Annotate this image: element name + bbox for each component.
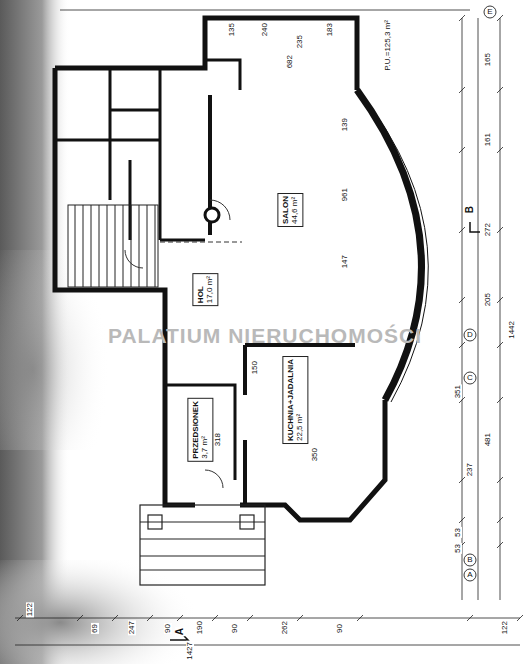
dimension: 240	[261, 22, 269, 37]
dimension: 237	[466, 462, 474, 477]
dimension: 90	[164, 623, 172, 634]
axis-label: E	[486, 8, 493, 16]
walls	[55, 18, 421, 520]
axis-label: C	[466, 374, 474, 382]
scan-shadow	[0, 560, 200, 664]
dimension: 318	[214, 432, 222, 447]
dimension: 53	[454, 527, 462, 538]
dimension: 961	[341, 187, 349, 202]
entrance-steps	[140, 505, 265, 585]
room-name: KUCHNIA+JADALNIA	[286, 359, 295, 441]
room-area: 22,5 m²	[295, 359, 304, 441]
dimension: 150	[251, 360, 259, 375]
dimension-ticks	[17, 15, 523, 621]
dimension: 69	[91, 623, 99, 634]
axis-label: B	[465, 205, 475, 214]
dimension: 135	[228, 22, 236, 37]
room-name: HOL	[196, 276, 205, 303]
dimension: 1442	[508, 320, 516, 340]
axis-label: A	[466, 571, 473, 579]
stairs	[68, 205, 158, 287]
dimension-lines	[15, 10, 520, 645]
dimension: 190	[196, 620, 204, 635]
dimension: 147	[341, 254, 349, 269]
room-area: 17,0 m²	[205, 276, 214, 303]
dimension: 235	[296, 34, 304, 49]
dimension: 351	[454, 384, 462, 399]
room-name: PRZEDSIONEK	[191, 401, 200, 459]
axis-label: A	[175, 627, 185, 636]
dimension: 53	[454, 543, 462, 554]
dimension: 90	[231, 623, 239, 634]
window-line	[362, 95, 428, 402]
dimension: 262	[281, 620, 289, 635]
axis-label: D	[466, 331, 474, 339]
section-marker	[170, 222, 480, 640]
dimension: 272	[484, 222, 492, 237]
axis-label: B	[466, 556, 473, 564]
dimension: 139	[341, 117, 349, 132]
room-label: SALON44,6 m²	[277, 193, 303, 227]
window-line	[350, 92, 413, 398]
room-label: HOL17,0 m²	[192, 273, 218, 306]
dimension: 90	[336, 623, 344, 634]
dimension: 1427	[186, 641, 194, 661]
room-name: SALON	[281, 196, 290, 224]
watermark: PALATIUM NIERUCHOMOŚCI	[108, 324, 422, 347]
axis-circles	[464, 6, 496, 581]
dimension: P.U.=125,3 m²	[384, 19, 392, 72]
dimension: 122	[501, 620, 509, 635]
hidden-line	[160, 242, 242, 243]
dimension: 205	[484, 292, 492, 307]
dimension: 183	[326, 22, 334, 37]
dimension: 247	[128, 620, 136, 635]
room-label: KUCHNIA+JADALNIA22,5 m²	[282, 356, 308, 444]
dimension: 122	[26, 602, 34, 617]
column	[205, 208, 219, 222]
room-label: PRZEDSIONEK3,7 m²	[187, 398, 213, 462]
dimension: 481	[484, 432, 492, 447]
dimension: 350	[311, 447, 319, 462]
dimension: 161	[484, 132, 492, 147]
room-area: 44,6 m²	[290, 196, 299, 224]
dimension: 682	[286, 54, 294, 69]
room-area: 3,7 m²	[200, 401, 209, 459]
dimension: 165	[484, 52, 492, 67]
